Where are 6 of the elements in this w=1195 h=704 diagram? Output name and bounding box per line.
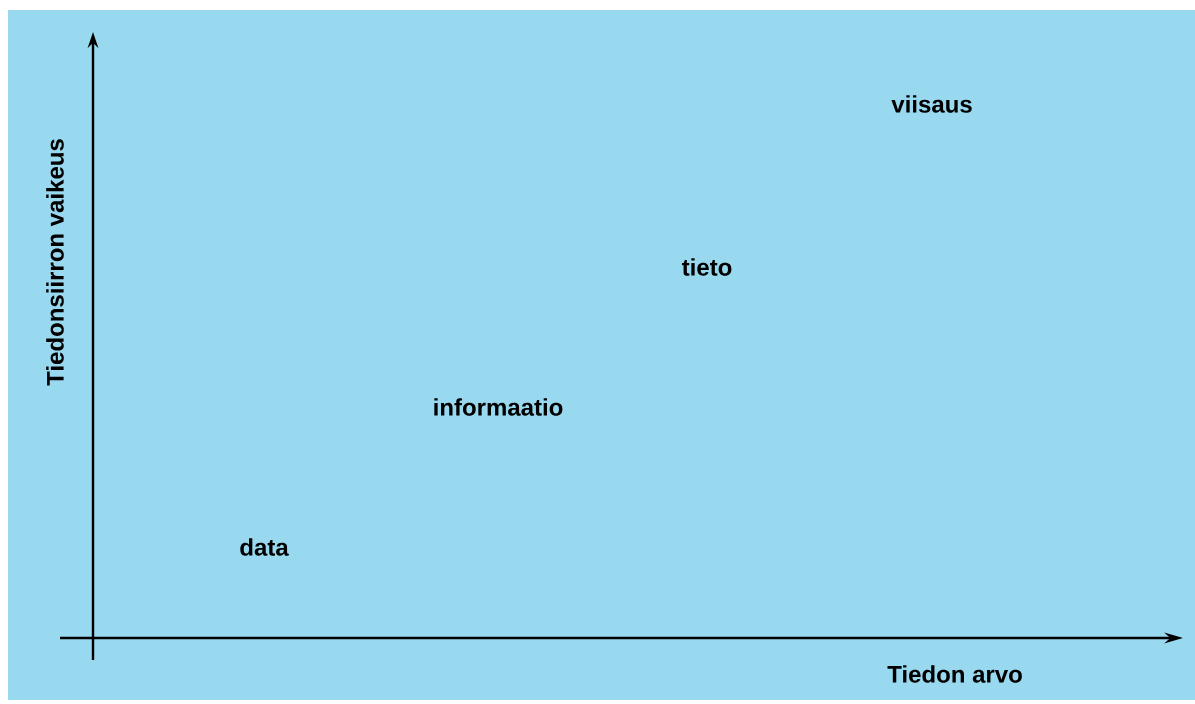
level-label: tieto <box>681 258 732 276</box>
level-label: informaatio <box>434 398 563 416</box>
level-label: data <box>240 538 289 556</box>
axis-title: Tiedonsiirron vaikeus <box>46 139 64 386</box>
level-label: viisaus <box>891 95 972 113</box>
axis-title: Tiedon arvo <box>887 665 1022 683</box>
